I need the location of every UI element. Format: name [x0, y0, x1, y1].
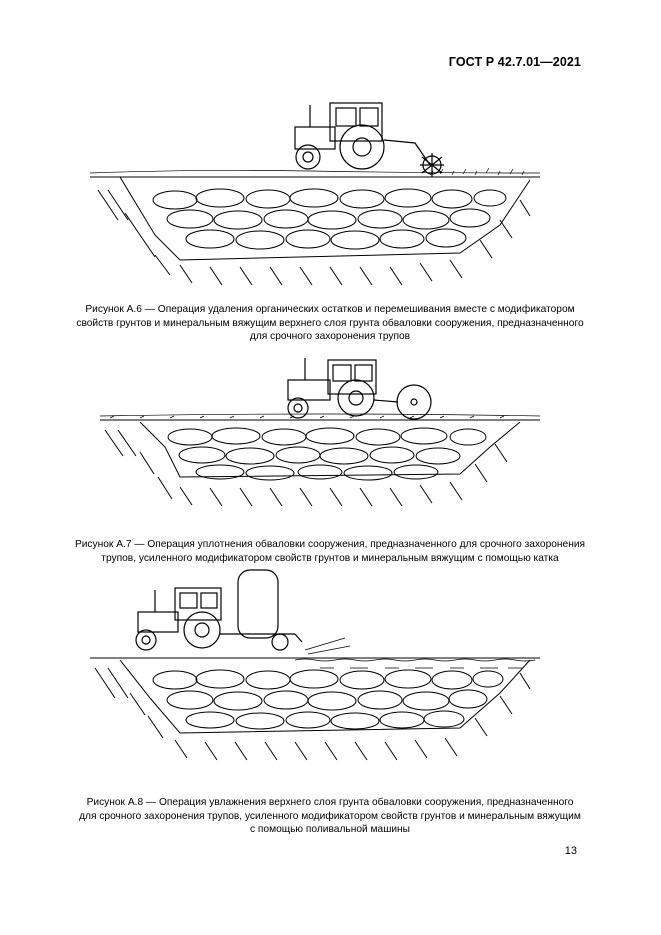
compacted-surface [99, 413, 541, 419]
caption-line: для срочного захоронения трупов [249, 331, 411, 342]
figure-a8-illustration [80, 568, 550, 783]
figure-a7-illustration [80, 352, 550, 532]
stone-fill [167, 427, 487, 481]
hatch-ground-outer [90, 657, 540, 761]
tractor-with-rotary-tiller [294, 102, 444, 177]
caption-line: свойств грунтов и минеральным вяжущим ве… [76, 317, 584, 329]
figure-a8-caption: Рисунок А.8 — Операция увлажнения верхне… [55, 796, 605, 837]
loose-soil-layer [89, 167, 541, 176]
caption-line: для срочного захоронения трупов, усиленн… [79, 810, 581, 822]
tractor-with-water-tank [135, 569, 303, 651]
hatch-ground-outer [100, 419, 540, 507]
caption-line: Рисунок А.6 — Операция удаления органиче… [85, 304, 575, 315]
tractor-with-roller [287, 358, 432, 420]
figure-a6-caption: Рисунок А.6 — Операция удаления органиче… [55, 303, 605, 344]
figure-a6-illustration [80, 95, 550, 295]
page-number: 13 [564, 845, 577, 857]
caption-line: с помощью поливальной машины [249, 824, 411, 835]
stone-fill [152, 669, 504, 730]
document-standard-number: ГОСТ Р 42.7.01—2021 [448, 55, 581, 69]
caption-line: трупов, усиленного модификатором свойств… [101, 552, 559, 564]
caption-line: Рисунок А.7 — Операция уплотнения обвало… [74, 539, 586, 550]
water-surface [294, 637, 536, 669]
caption-line: Рисунок А.8 — Операция увлажнения верхне… [86, 797, 574, 808]
hatch-ground-outer [90, 176, 540, 286]
stone-fill [152, 188, 507, 250]
figure-a7-caption: Рисунок А.7 — Операция уплотнения обвало… [55, 538, 605, 565]
